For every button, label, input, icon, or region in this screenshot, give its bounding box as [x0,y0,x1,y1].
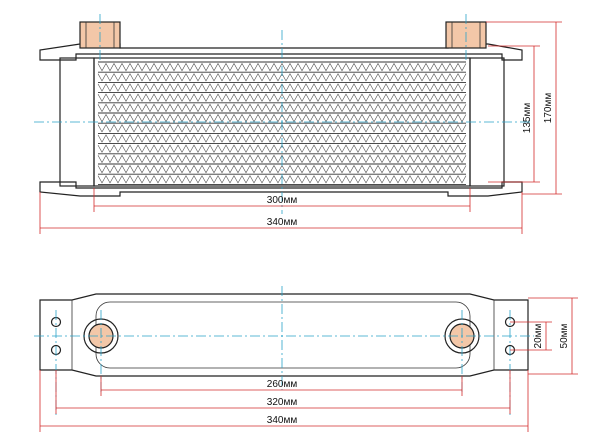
dim-300: 300мм [93,188,471,212]
fin-row [97,62,467,72]
dim-label-20: 20мм [533,323,544,348]
dim-label-135: 135мм [522,103,533,134]
dim-label-170: 170мм [543,93,554,124]
top-view: 260мм 320мм 340мм 20мм 50мм [34,286,578,432]
dim-340-top: 340мм [39,370,529,432]
fin-row [97,93,467,102]
bottom-bracket [39,181,523,197]
dim-20: 20мм [510,321,552,351]
fin-row [97,113,467,123]
dim-50: 50мм [528,297,578,375]
dim-label-50: 50мм [559,323,570,348]
dim-label-320: 320мм [267,397,298,408]
dim-label-340-top: 340мм [267,415,298,426]
top-body-inner [95,301,471,369]
dim-320: 320мм [55,370,511,414]
dim-260: 260мм [100,376,463,396]
dim-170: 170мм [486,21,562,195]
front-view: 300мм 340мм 135мм 170мм [34,14,562,234]
dim-135: 135мм [488,45,540,183]
dim-label-260: 260мм [267,379,298,390]
fin-row [97,83,467,92]
dim-label-300: 300мм [267,195,298,206]
dim-340-front: 340мм [39,192,523,234]
dim-label-340-front: 340мм [267,217,298,228]
fin-row [97,154,467,164]
